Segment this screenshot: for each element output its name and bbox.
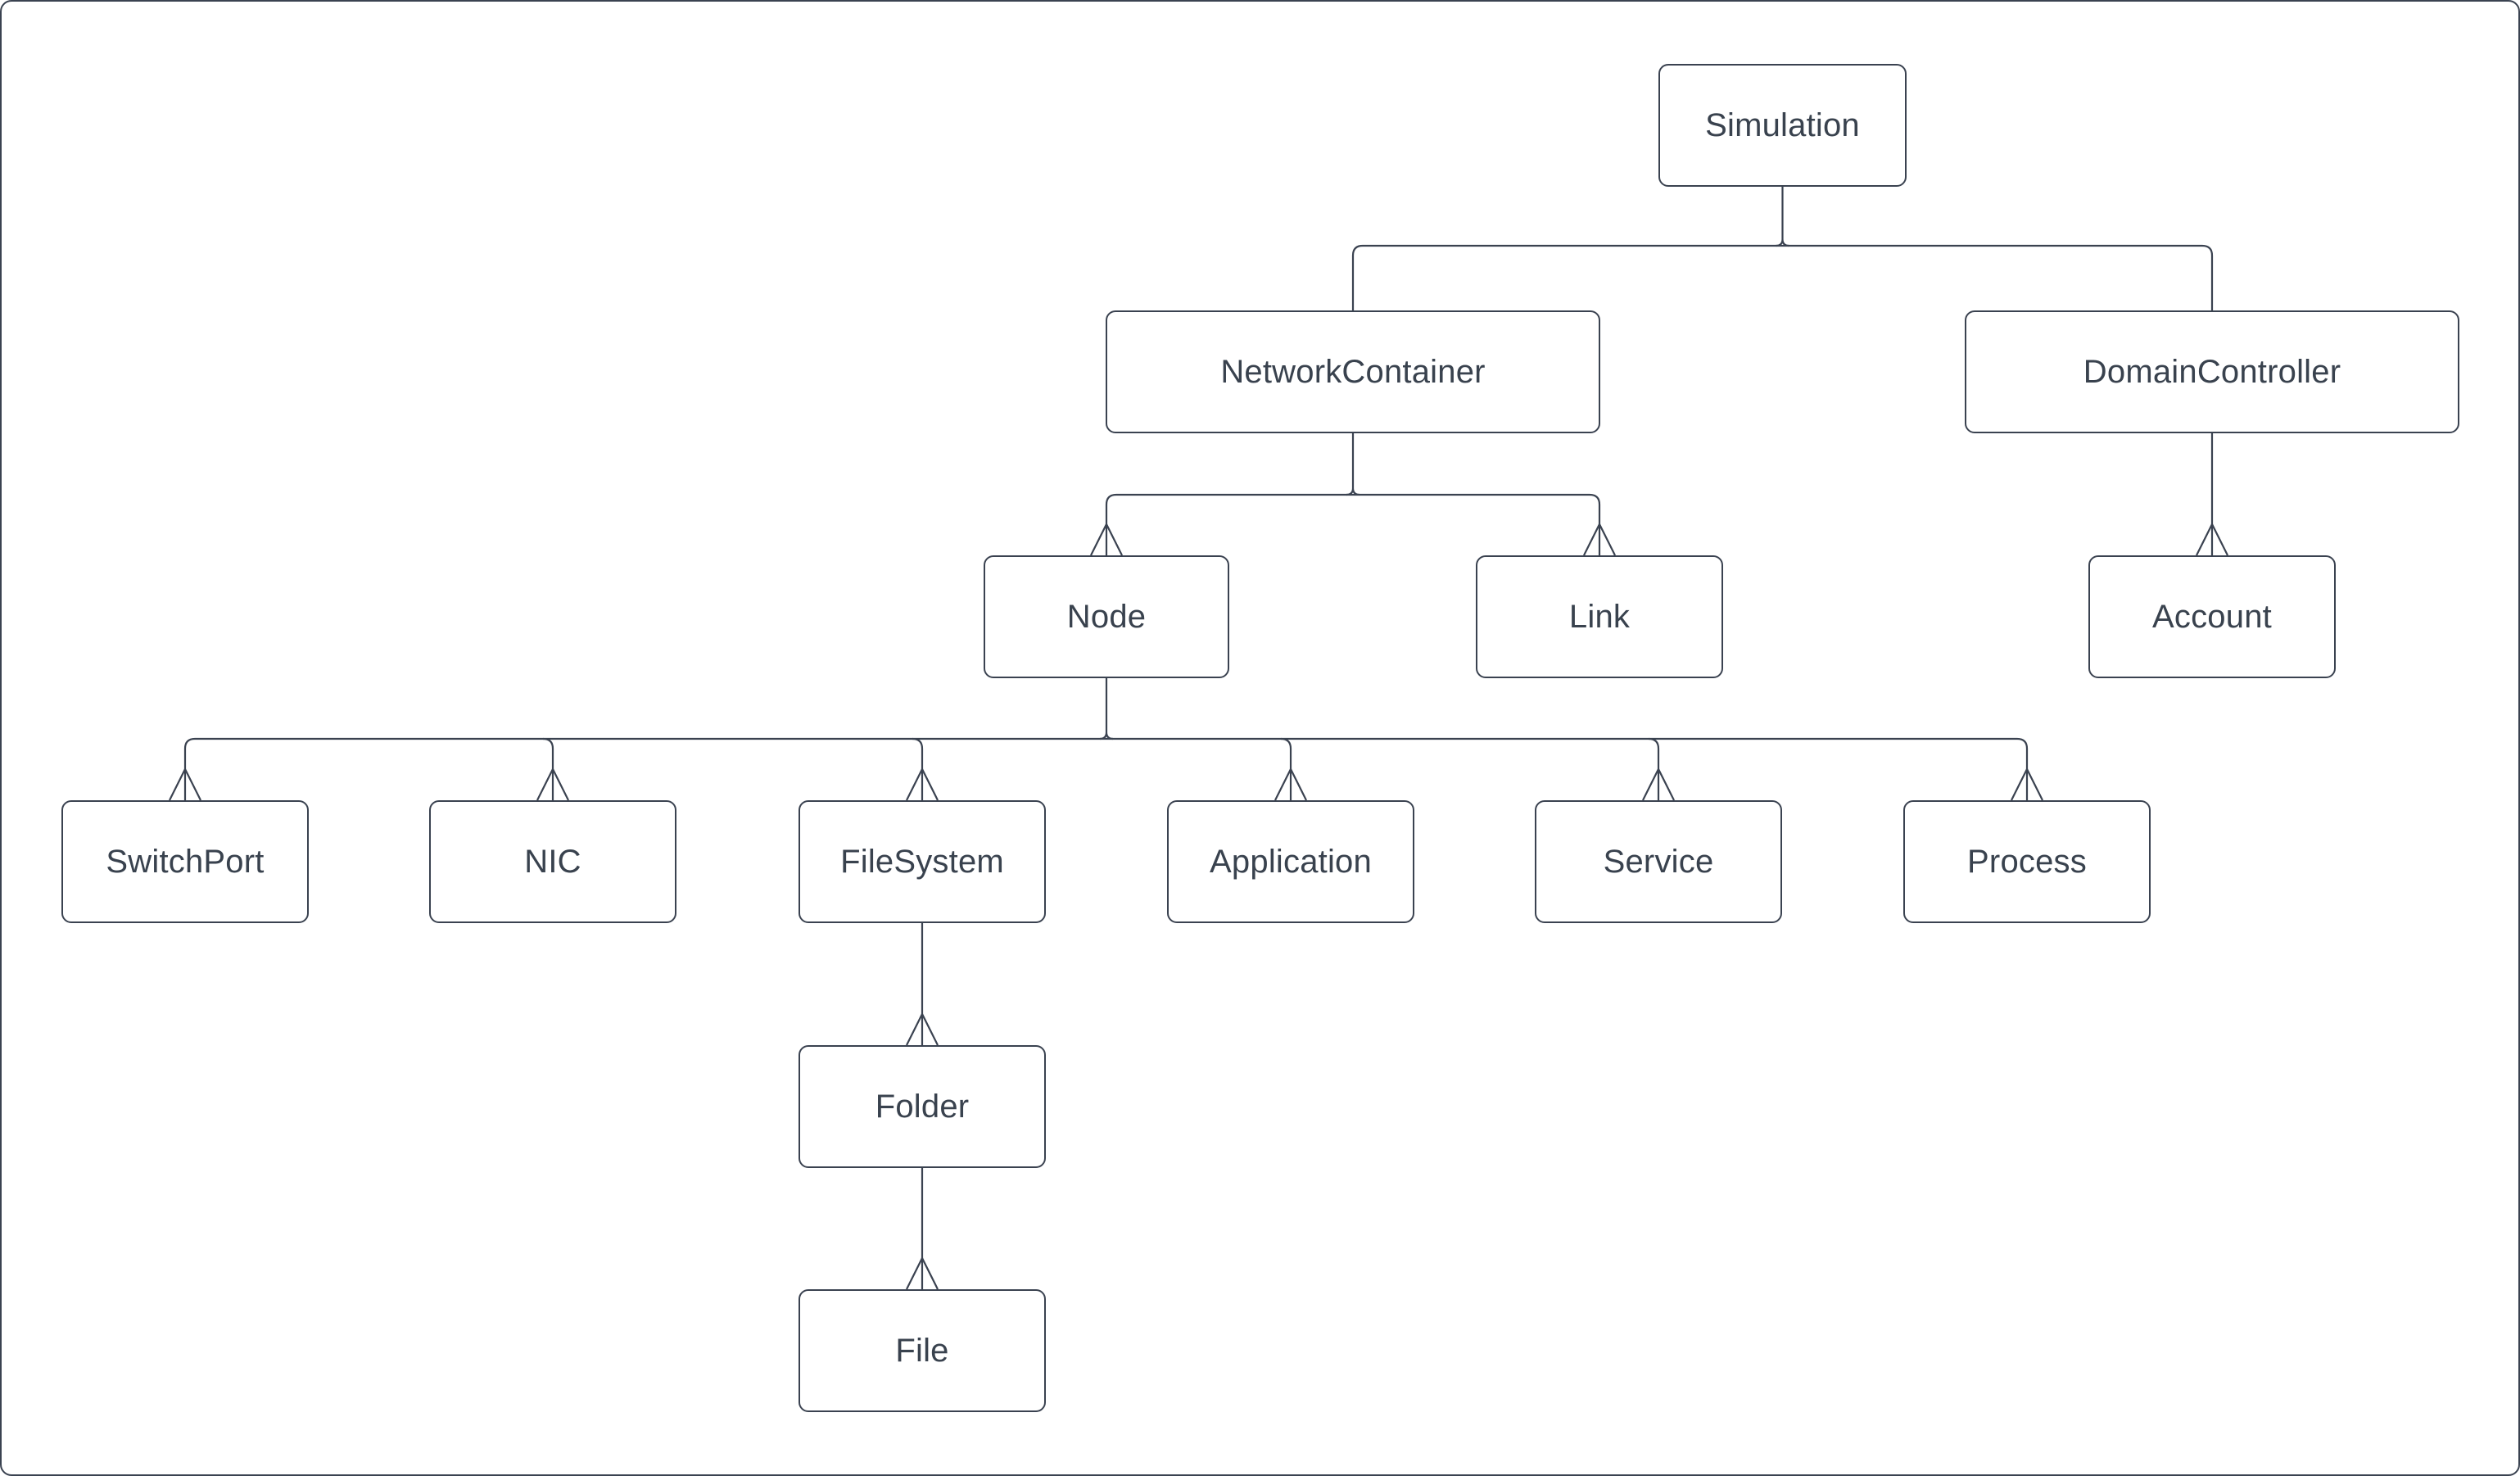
edge-drop-nic: [542, 737, 554, 800]
node-switchport[interactable]: SwitchPort: [61, 800, 309, 923]
node-link-label: Link: [1568, 599, 1631, 635]
node-process-label: Process: [1967, 844, 2087, 880]
node-link[interactable]: Link: [1476, 555, 1723, 678]
edge-drop-service: [1648, 737, 1660, 800]
arrowhead-switchport: [169, 767, 201, 801]
node-switchport-label: SwitchPort: [106, 844, 265, 880]
edge-stem-node: [1099, 678, 1114, 740]
arrowhead-filesystem: [906, 767, 939, 801]
edge-bar-node-children: [183, 737, 2029, 800]
arrowhead-service: [1642, 767, 1675, 801]
arrowhead-file: [906, 1256, 939, 1290]
edge-drop-application: [1280, 737, 1292, 800]
node-application[interactable]: Application: [1167, 800, 1414, 923]
arrowhead-folder: [906, 1012, 939, 1046]
node-filesystem-label: FileSystem: [840, 844, 1004, 880]
node-file-label: File: [895, 1333, 949, 1369]
node-simulation[interactable]: Simulation: [1658, 64, 1907, 187]
node-application-label: Application: [1210, 844, 1372, 880]
edge-bar-networkcontainer-children: [1105, 493, 1601, 555]
arrowhead-process: [2011, 767, 2043, 801]
node-file[interactable]: File: [799, 1289, 1046, 1412]
node-domaincontroller-label: DomainController: [2083, 354, 2341, 390]
edge-drop-filesystem: [912, 737, 924, 800]
arrowhead-account: [2196, 522, 2228, 556]
node-process[interactable]: Process: [1903, 800, 2151, 923]
node-nic[interactable]: NIC: [429, 800, 676, 923]
edge-stem-networkcontainer: [1346, 433, 1360, 496]
node-folder-label: Folder: [875, 1089, 970, 1125]
node-simulation-label: Simulation: [1705, 107, 1860, 143]
node-service[interactable]: Service: [1535, 800, 1782, 923]
node-nic-label: NIC: [524, 844, 581, 880]
arrowhead-nic: [536, 767, 569, 801]
node-networkcontainer-label: NetworkContainer: [1220, 354, 1486, 390]
arrowhead-node: [1090, 522, 1123, 556]
node-folder[interactable]: Folder: [799, 1045, 1046, 1168]
edge-stem-simulation: [1776, 187, 1789, 247]
node-account-label: Account: [2152, 599, 2272, 635]
node-node-label: Node: [1066, 599, 1147, 635]
node-node[interactable]: Node: [984, 555, 1229, 678]
node-filesystem[interactable]: FileSystem: [799, 800, 1046, 923]
edge-bar-simulation-children: [1351, 244, 2214, 310]
node-networkcontainer[interactable]: NetworkContainer: [1106, 310, 1600, 433]
arrowhead-link: [1583, 522, 1616, 556]
node-account[interactable]: Account: [2088, 555, 2336, 678]
arrowhead-application: [1274, 767, 1307, 801]
node-domaincontroller[interactable]: DomainController: [1965, 310, 2459, 433]
node-service-label: Service: [1603, 844, 1714, 880]
